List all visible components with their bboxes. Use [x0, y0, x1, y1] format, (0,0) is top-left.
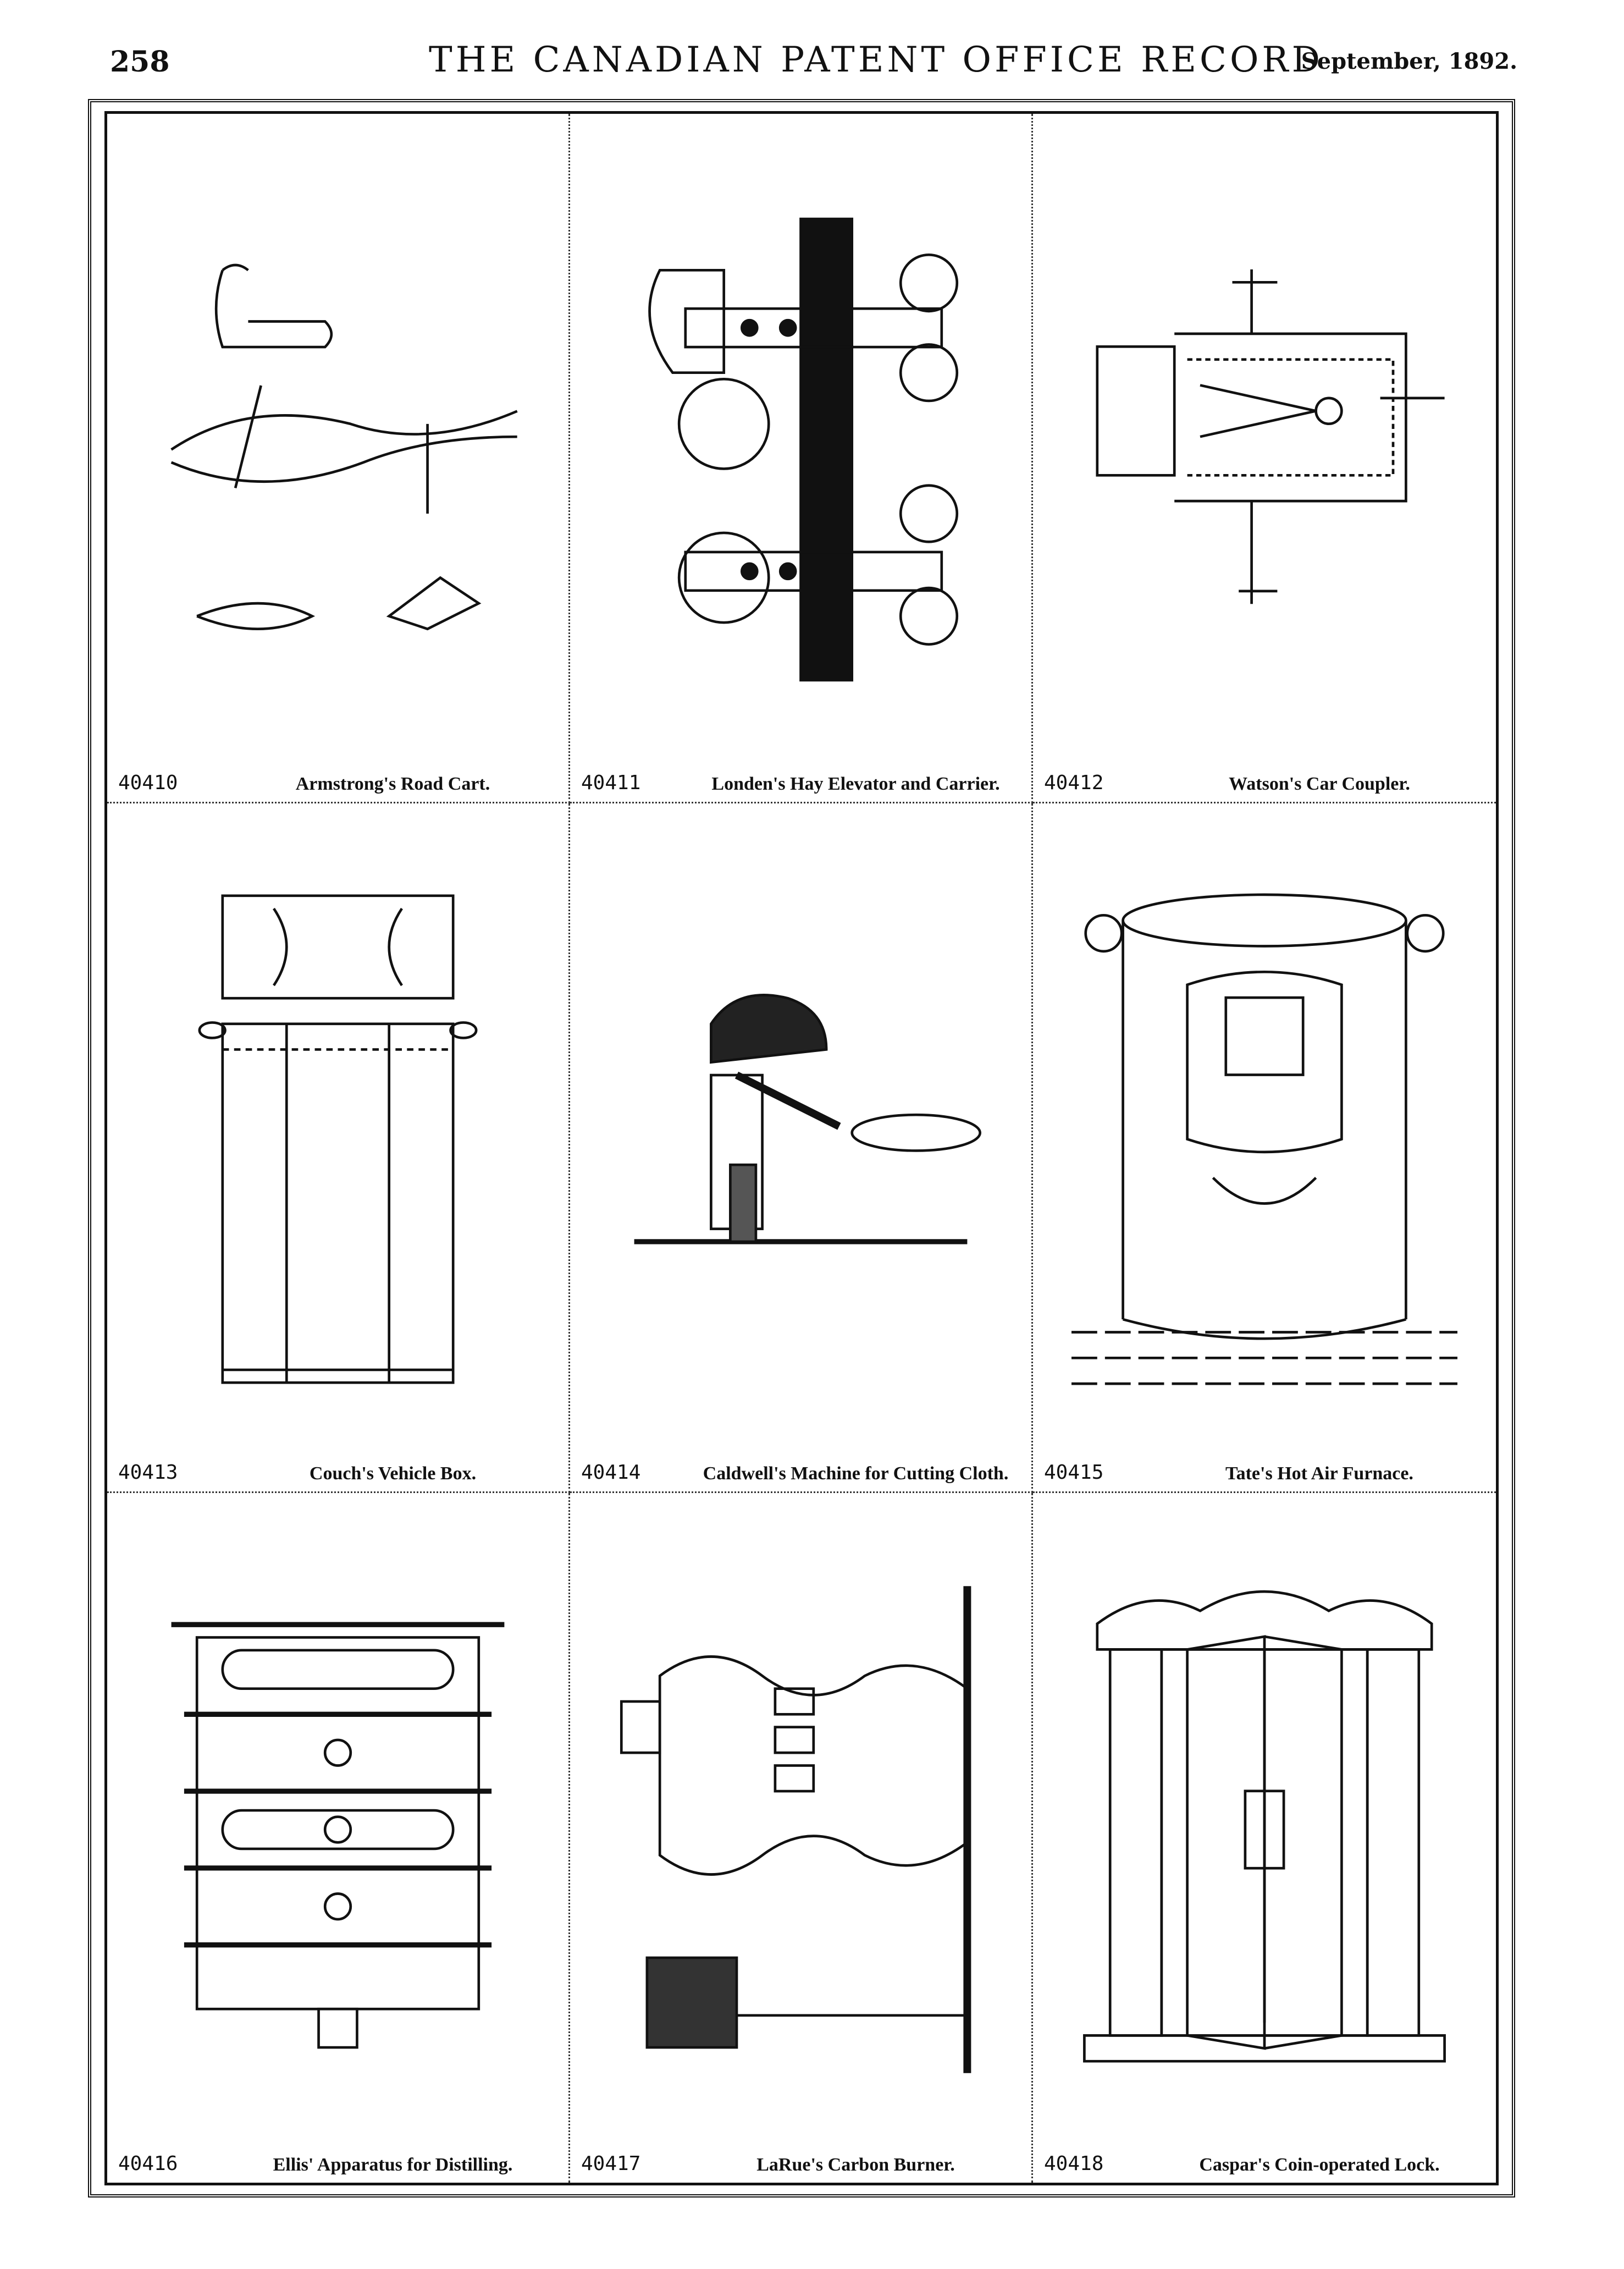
patent-title: Londen's Hay Elevator and Carrier.	[711, 773, 1000, 794]
patent-cell: 40412 Watson's Car Coupler.	[1033, 114, 1496, 803]
patent-cell: 40411 Londen's Hay Elevator and Carrier.	[570, 114, 1033, 803]
hay-elevator-drawing	[609, 163, 993, 736]
patent-title: Caspar's Coin-operated Lock.	[1199, 2154, 1440, 2175]
patent-number: 40414	[581, 1461, 641, 1484]
patent-title: Armstrong's Road Cart.	[295, 773, 490, 794]
patent-number: 40415	[1044, 1461, 1104, 1484]
coin-operated-lock-drawing	[1071, 1543, 1457, 2117]
journal-title: THE CANADIAN PATENT OFFICE RECORD	[429, 40, 1323, 80]
patent-cell: 40413 Couch's Vehicle Box.	[107, 803, 570, 1493]
carbon-burner-drawing	[609, 1543, 993, 2117]
distilling-apparatus-drawing	[146, 1543, 530, 2117]
patent-title: Ellis' Apparatus for Distilling.	[273, 2154, 513, 2175]
patent-number: 40410	[118, 772, 178, 794]
patent-number: 40417	[581, 2152, 641, 2175]
patent-title: Watson's Car Coupler.	[1229, 773, 1410, 794]
page-date: September, 1892.	[1301, 48, 1517, 74]
patent-number: 40418	[1044, 2152, 1104, 2175]
road-cart-drawing	[146, 163, 530, 736]
vehicle-box-drawing	[146, 853, 530, 1425]
plate-frame: 40410 Armstrong's Road Cart.	[88, 99, 1515, 2198]
patent-grid: 40410 Armstrong's Road Cart.	[104, 111, 1499, 2185]
patent-number: 40412	[1044, 772, 1104, 794]
cloth-cutting-machine-drawing	[609, 853, 993, 1425]
patent-number: 40411	[581, 772, 641, 794]
patent-number: 40416	[118, 2152, 178, 2175]
patent-title: Caldwell's Machine for Cutting Cloth.	[703, 1463, 1009, 1484]
patent-cell: 40414 Caldwell's Machine for Cutting Clo…	[570, 803, 1033, 1493]
patent-title: Tate's Hot Air Furnace.	[1225, 1463, 1413, 1484]
patent-cell: 40415 Tate's Hot Air Furnace.	[1033, 803, 1496, 1493]
patent-title: Couch's Vehicle Box.	[309, 1463, 477, 1484]
patent-title: LaRue's Carbon Burner.	[756, 2154, 955, 2175]
car-coupler-drawing	[1071, 163, 1457, 736]
page-header: 258 THE CANADIAN PATENT OFFICE RECORD Se…	[110, 33, 1517, 93]
patent-number: 40413	[118, 1461, 178, 1484]
patent-cell: 40410 Armstrong's Road Cart.	[107, 114, 570, 803]
page-number: 258	[110, 45, 170, 79]
patent-cell: 40416 Ellis' Apparatus for Distilling.	[107, 1493, 570, 2183]
patent-cell: 40417 LaRue's Carbon Burner.	[570, 1493, 1033, 2183]
hot-air-furnace-drawing	[1071, 853, 1457, 1425]
patent-cell: 40418 Caspar's Coin-operated Lock.	[1033, 1493, 1496, 2183]
